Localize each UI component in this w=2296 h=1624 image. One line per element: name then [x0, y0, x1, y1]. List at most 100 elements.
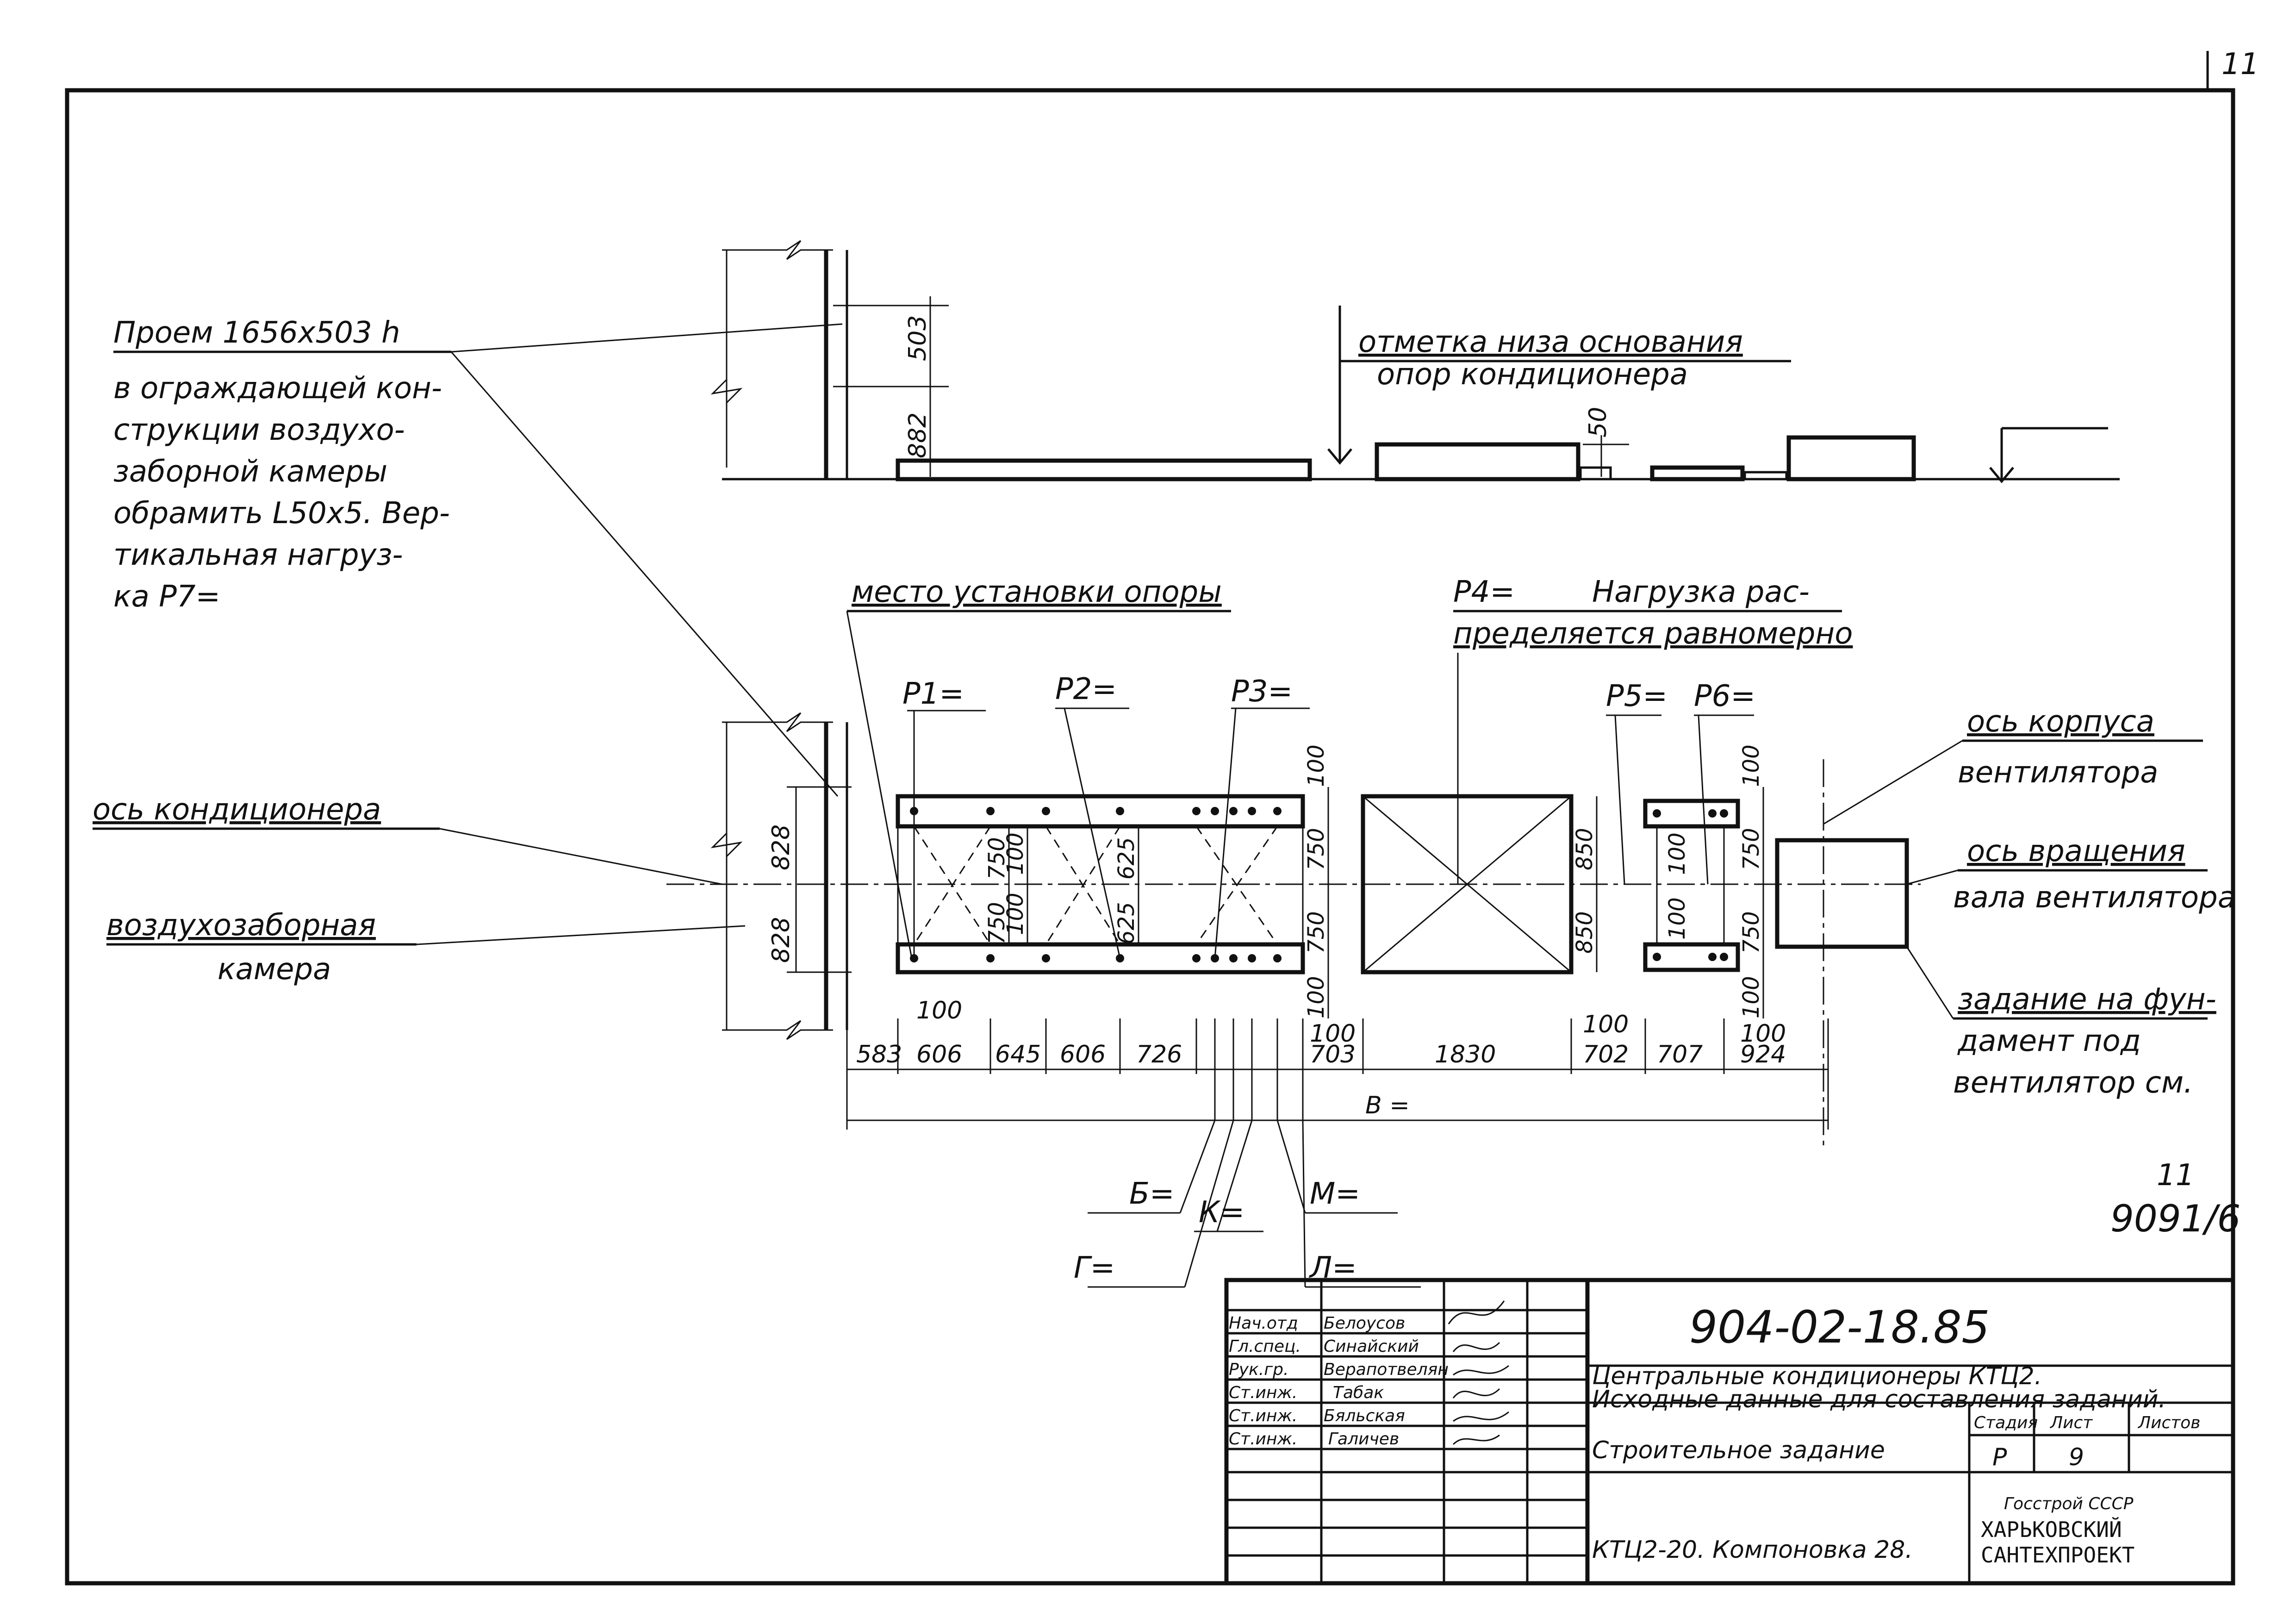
- svg-text:Бяльская: Бяльская: [1324, 1406, 1405, 1425]
- plan-dim-850b: 850: [1572, 911, 1598, 954]
- svg-text:P4=: P4=: [1453, 575, 1515, 609]
- svg-text:P6=: P6=: [1694, 679, 1755, 713]
- designation: 904-02-18.85: [1689, 1301, 1990, 1353]
- svg-text:обрамить L50х5. Вер-: обрамить L50х5. Вер-: [113, 496, 450, 531]
- svg-text:1830: 1830: [1435, 1041, 1496, 1068]
- svg-text:Ст.инж.: Ст.инж.: [1229, 1383, 1297, 1402]
- elevation-view: 503 882 50: [710, 240, 2120, 483]
- svg-text:583: 583: [856, 1041, 902, 1068]
- description-1: Центральные кондиционеры КТЦ2.: [1592, 1362, 2042, 1390]
- opening-text: в ограждающей кон- струкции воздухо- заб…: [113, 371, 450, 614]
- plan-dim-750e: 750: [1738, 828, 1764, 870]
- plan-dim-828b: 828: [767, 917, 795, 963]
- dim-letter-k: К=: [1199, 1195, 1244, 1230]
- elev-dim-503: 503: [904, 315, 932, 361]
- sheet-number: 11: [2221, 47, 2259, 81]
- opening-title: Проем 1656х503 h: [113, 316, 400, 350]
- stage-label: Стадия: [1974, 1413, 2038, 1432]
- total-b: B =: [1365, 1092, 1410, 1119]
- svg-text:726: 726: [1136, 1041, 1182, 1068]
- support-beam-top-3: [1643, 799, 1740, 829]
- svg-text:в ограждающей кон-: в ограждающей кон-: [113, 371, 442, 406]
- plan-dim-100a: 100: [1002, 832, 1028, 875]
- svg-text:P3=: P3=: [1231, 675, 1293, 709]
- dim-letter-b: Б=: [1129, 1177, 1175, 1211]
- support-beam-bot-3: [1643, 942, 1740, 972]
- svg-text:Белоусов: Белоусов: [1324, 1314, 1405, 1333]
- svg-text:707: 707: [1657, 1041, 1703, 1068]
- svg-text:тикальная нагруз-: тикальная нагруз-: [113, 538, 403, 572]
- svg-text:606: 606: [1060, 1041, 1106, 1068]
- svg-text:заборной камеры: заборной камеры: [113, 455, 387, 489]
- svg-text:Синайский: Синайский: [1324, 1337, 1419, 1356]
- svg-text:вала вентилятора: вала вентилятора: [1953, 881, 2236, 915]
- support-beam-top-1: [896, 794, 1305, 829]
- elev-section-2: [1375, 442, 1580, 481]
- axis-conditioner-label: ось кондиционера: [93, 793, 381, 827]
- plan-dim-100e: 100: [1664, 832, 1690, 875]
- svg-text:Галичев: Галичев: [1328, 1430, 1399, 1449]
- dim-100-b: 100: [1310, 1020, 1356, 1048]
- plan-dim-100g: 100: [1738, 744, 1764, 787]
- svg-text:ось корпуса: ось корпуса: [1967, 705, 2154, 739]
- title-block: [1224, 1278, 2235, 1586]
- opening-leader: [451, 323, 843, 353]
- org-1: Госстрой СССР: [2004, 1494, 2134, 1513]
- support-points-3: [1653, 809, 1728, 961]
- title-block-staff: Нач.отд Белоусов Гл.спец. Синайский Рук.…: [1229, 1300, 1509, 1449]
- plan-dim-100b: 100: [1002, 893, 1028, 935]
- support-base-mark-1: отметка низа основания: [1358, 325, 1743, 359]
- svg-text:струкции воздухо-: струкции воздухо-: [113, 413, 405, 447]
- plan-dim-100f: 100: [1664, 897, 1690, 940]
- intake-chamber-label-1: воздухозаборная: [106, 908, 376, 943]
- plan-dim-625a: 625: [1114, 837, 1139, 880]
- side-note-bottom: 9091/6: [2110, 1197, 2240, 1240]
- sheets-label: Листов: [2137, 1413, 2200, 1432]
- svg-text:Нач.отд: Нач.отд: [1229, 1314, 1298, 1333]
- elev-section-6: [1786, 435, 1916, 481]
- elev-section-5: [1743, 471, 1788, 481]
- svg-text:P1=: P1=: [902, 677, 964, 711]
- svg-text:Рук.гр.: Рук.гр.: [1229, 1360, 1288, 1379]
- elev-section-3: [1579, 466, 1612, 481]
- svg-text:Верапотвелян: Верапотвелян: [1324, 1360, 1449, 1379]
- svg-text:Табак: Табак: [1333, 1383, 1384, 1402]
- svg-text:Нагрузка рас-: Нагрузка рас-: [1592, 575, 1810, 609]
- elev-dim-882: 882: [904, 412, 932, 458]
- side-note-top: 11: [2157, 1158, 2194, 1193]
- svg-text:Ст.инж.: Ст.инж.: [1229, 1430, 1297, 1449]
- elev-section-4: [1650, 465, 1745, 481]
- plan-dim-750a: 750: [984, 837, 1010, 880]
- svg-text:вентилятора: вентилятора: [1958, 756, 2159, 790]
- plan-dim-850a: 850: [1572, 828, 1598, 870]
- support-place-label: место установки опоры: [852, 575, 1222, 609]
- p4-note: P4= Нагрузка рас- пределяется равномерно: [1453, 575, 1853, 884]
- plan-dim-100h: 100: [1738, 976, 1764, 1018]
- svg-text:Ст.инж.: Ст.инж.: [1229, 1406, 1297, 1425]
- fan-case-axis-label: ось корпуса вентилятора: [1823, 705, 2203, 825]
- plan-view: 828 828 750 750 100 100 625 625: [666, 712, 1921, 1288]
- org-2: ХАРЬКОВСКИЙ: [1981, 1517, 2122, 1542]
- svg-text:Гл.спец.: Гл.спец.: [1229, 1337, 1301, 1356]
- dim-100-a: 100: [916, 997, 962, 1024]
- svg-text:P2=: P2=: [1055, 672, 1117, 706]
- dim-100-d: 100: [1740, 1020, 1786, 1048]
- elev-dim-50: 50: [1584, 407, 1612, 437]
- plan-dim-828a: 828: [767, 824, 795, 870]
- sheet-value: 9: [2069, 1443, 2084, 1471]
- svg-text:ка P7=: ка P7=: [113, 580, 220, 614]
- org-3: САНТЕХПРОЕКТ: [1981, 1543, 2134, 1568]
- sheet-title: Строительное задание: [1592, 1437, 1885, 1464]
- svg-text:606: 606: [916, 1041, 962, 1068]
- svg-text:пределяется равномерно: пределяется равномерно: [1453, 617, 1853, 651]
- dim-letter-g: Г=: [1074, 1251, 1115, 1285]
- svg-text:924: 924: [1740, 1041, 1786, 1068]
- bottom-dim-chain: 583 606 645 606 726 703 1830 702 707 924: [856, 1041, 1786, 1068]
- elev-section-1: [896, 458, 1312, 481]
- foundation-task-label: задание на фун- дамент под вентилятор см…: [1906, 946, 2216, 1100]
- svg-text:вентилятор см.: вентилятор см.: [1953, 1066, 2193, 1100]
- svg-text:702: 702: [1583, 1041, 1629, 1068]
- plan-dim-750b: 750: [984, 902, 1010, 944]
- plan-dim-625b: 625: [1114, 902, 1139, 944]
- dim-letter-m: М=: [1310, 1177, 1360, 1211]
